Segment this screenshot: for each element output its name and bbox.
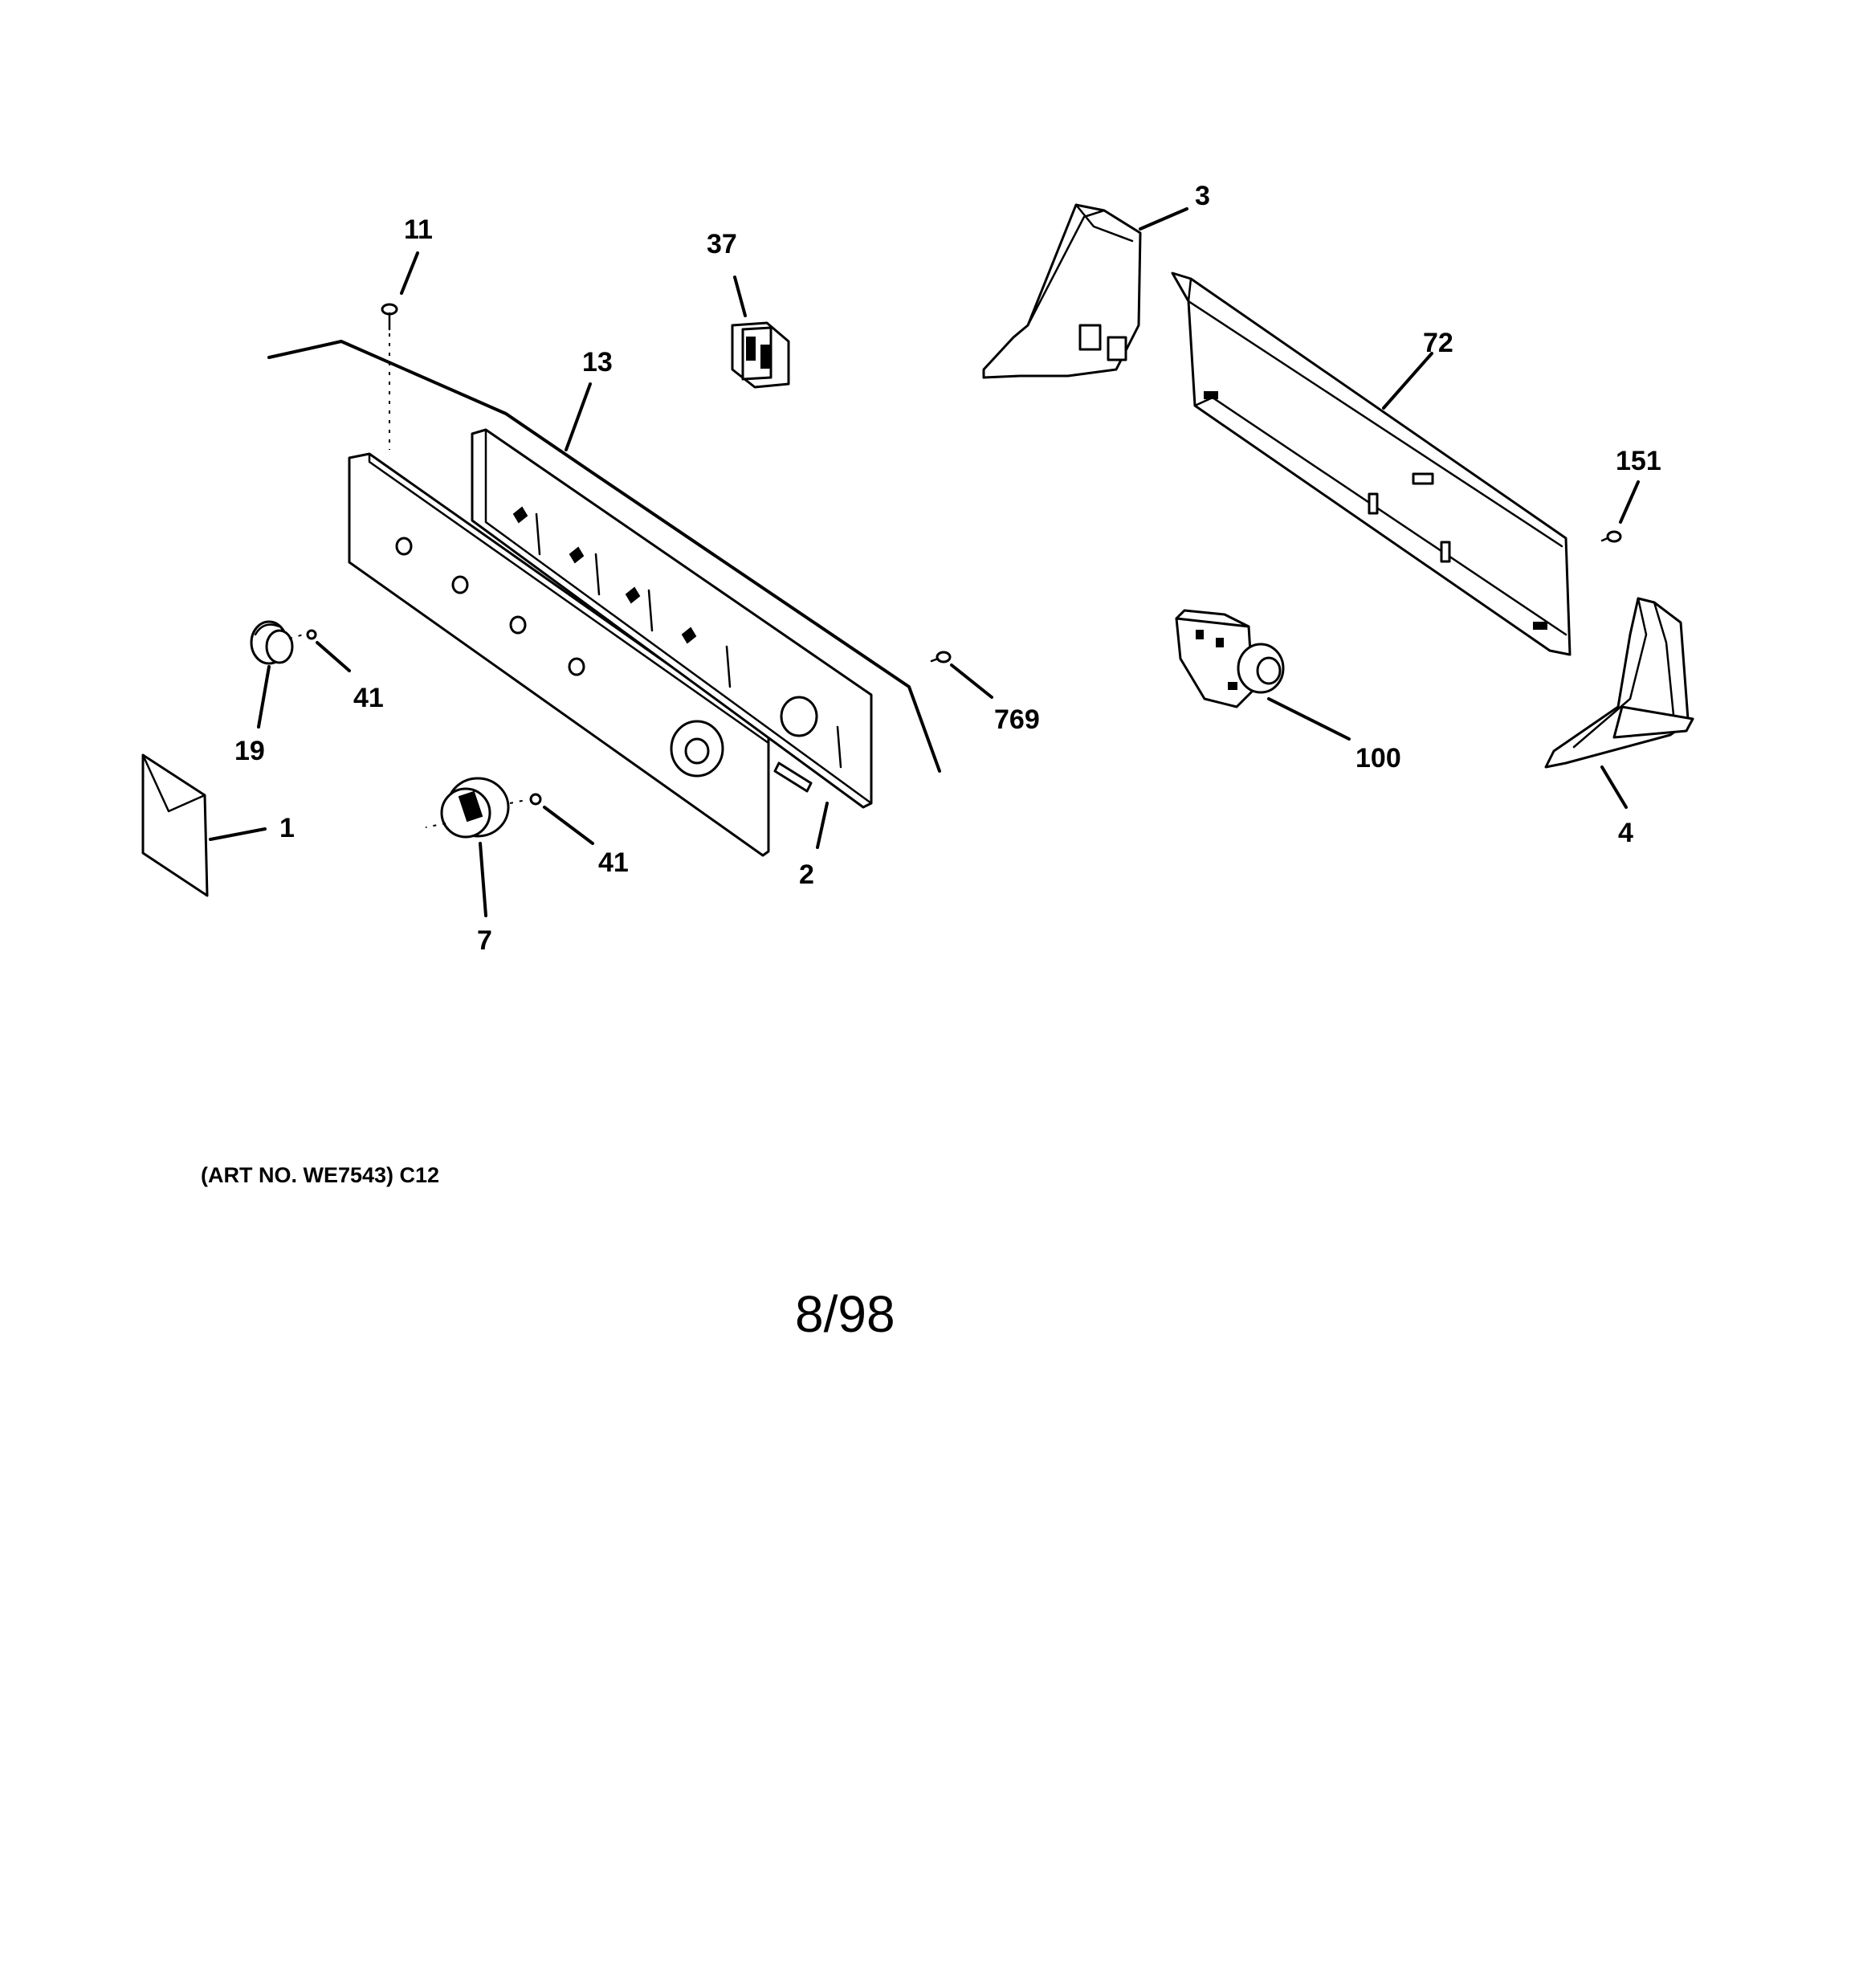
part-1-envelope [141,753,267,897]
callout-2: 2 [799,859,814,890]
part-19-knob [250,620,294,729]
part-41-clip-lower [509,793,594,845]
callout-37: 37 [707,229,737,259]
part-7-timer-knob [425,777,510,917]
callout-41-lower: 41 [598,847,629,878]
callout-4: 4 [1618,818,1633,848]
part-100-timer [1175,609,1351,741]
callout-7: 7 [477,925,492,956]
part-769-screw [930,651,993,699]
callout-72: 72 [1423,328,1453,358]
callout-13: 13 [582,347,613,378]
callout-3: 3 [1195,181,1210,211]
callout-11: 11 [404,214,433,245]
callout-1: 1 [279,813,295,843]
callout-769: 769 [994,704,1040,735]
part-2-control-panel [348,452,829,857]
part-3-left-endcap [982,203,1188,379]
part-37-switch [731,276,790,389]
callout-100: 100 [1355,743,1401,774]
callout-41-upper: 41 [353,683,384,713]
part-72-back-panel [1171,271,1572,656]
part-151-screw [1600,480,1640,543]
part-13-frame [267,340,941,809]
callout-19: 19 [234,736,265,766]
callout-151: 151 [1616,446,1661,476]
part-4-right-endcap [1544,597,1694,809]
date-code: 8/98 [795,1285,895,1343]
part-11-screw [381,251,419,450]
part-41-clip-upper [288,629,351,672]
art-number: (ART NO. WE7543) C12 [201,1163,439,1187]
